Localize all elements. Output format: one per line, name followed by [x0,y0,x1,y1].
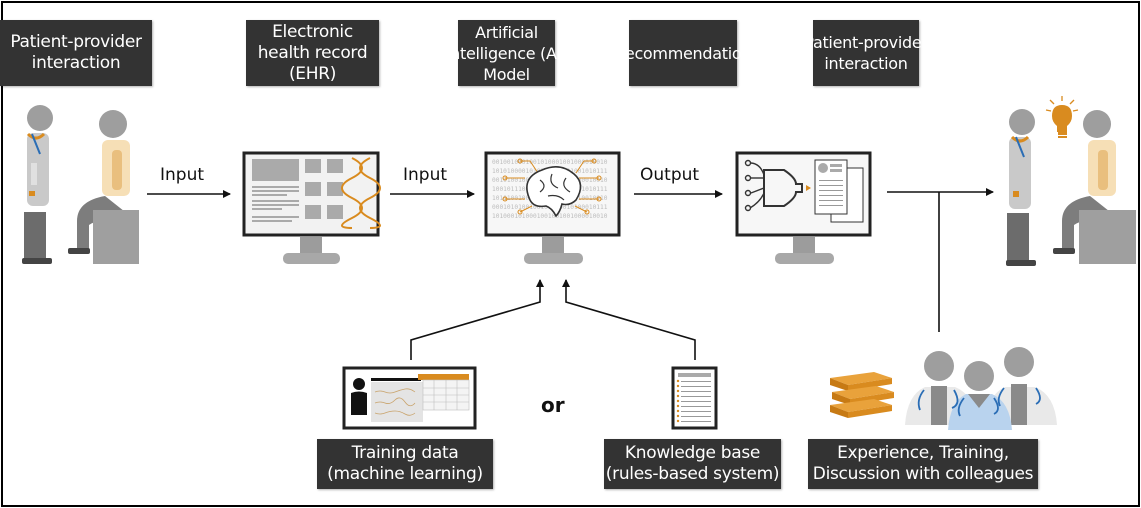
patient-figure-right [1053,110,1136,264]
label-line: Electronic [272,21,353,42]
arrow-label-input-2: Input [403,165,448,185]
label-line: Experience, Training, [837,443,1009,463]
svg-text:001001000100101000100100001001: 0010010001001010001001000010010 [492,159,608,166]
label-line: Patient-provider [10,32,142,52]
stage-label-ai-model: Artificial intelligence (AI) Model [446,20,567,86]
lightbulb-icon [1045,96,1079,138]
books-icon [830,372,894,418]
source-label-training-data: Training data (machine learning) [317,439,493,489]
colleagues-icon [905,347,1057,430]
ehr-monitor-icon [242,151,381,264]
stage-label-patient-provider-end: Patient-provider interaction [804,20,928,86]
knowledge-base-icon [671,366,718,430]
provider-figure-right [1006,109,1036,266]
training-data-icon [342,366,477,430]
patient-figure-left [68,110,139,264]
label-line: interaction [824,54,908,73]
label-line: health record [257,42,368,63]
label-line: (EHR) [288,63,337,84]
recommendation-monitor-icon [735,151,872,264]
label-line: Knowledge base [624,443,761,463]
label-line: intelligence (AI) [446,43,567,63]
label-line: Patient-provider [804,33,928,52]
stage-label-recommendation: Recommendation [615,20,752,86]
label-line: Model [483,64,530,84]
label-line: (machine learning) [327,464,483,484]
flow-arrows [147,188,994,360]
svg-text:101000101000100100100100001001: 1010001010001001001001000010010 [492,213,608,220]
label-line: Training data [351,443,459,463]
arrow-label-output: Output [640,165,700,185]
stage-label-patient-provider-start: Patient-provider interaction [0,20,152,86]
label-line: Artificial [475,22,538,42]
label-line: Recommendation [614,43,752,63]
provider-figure-left [22,105,53,264]
source-label-experience: Experience, Training, Discussion with co… [808,439,1038,489]
source-label-knowledge-base: Knowledge base (rules-based system) [604,439,781,489]
label-line: (rules-based system) [605,464,780,484]
label-line: interaction [31,53,121,73]
ai-model-monitor-icon: 0010010001001010001001000010010 10101000… [484,151,621,264]
arrow-label-input-1: Input [160,165,205,185]
or-connector: or [541,393,565,417]
arrow-knowledge-to-ai [562,279,696,360]
arrow-training-to-ai [410,279,544,360]
stage-label-ehr: Electronic health record (EHR) [246,20,379,86]
label-line: Discussion with colleagues [812,464,1034,484]
